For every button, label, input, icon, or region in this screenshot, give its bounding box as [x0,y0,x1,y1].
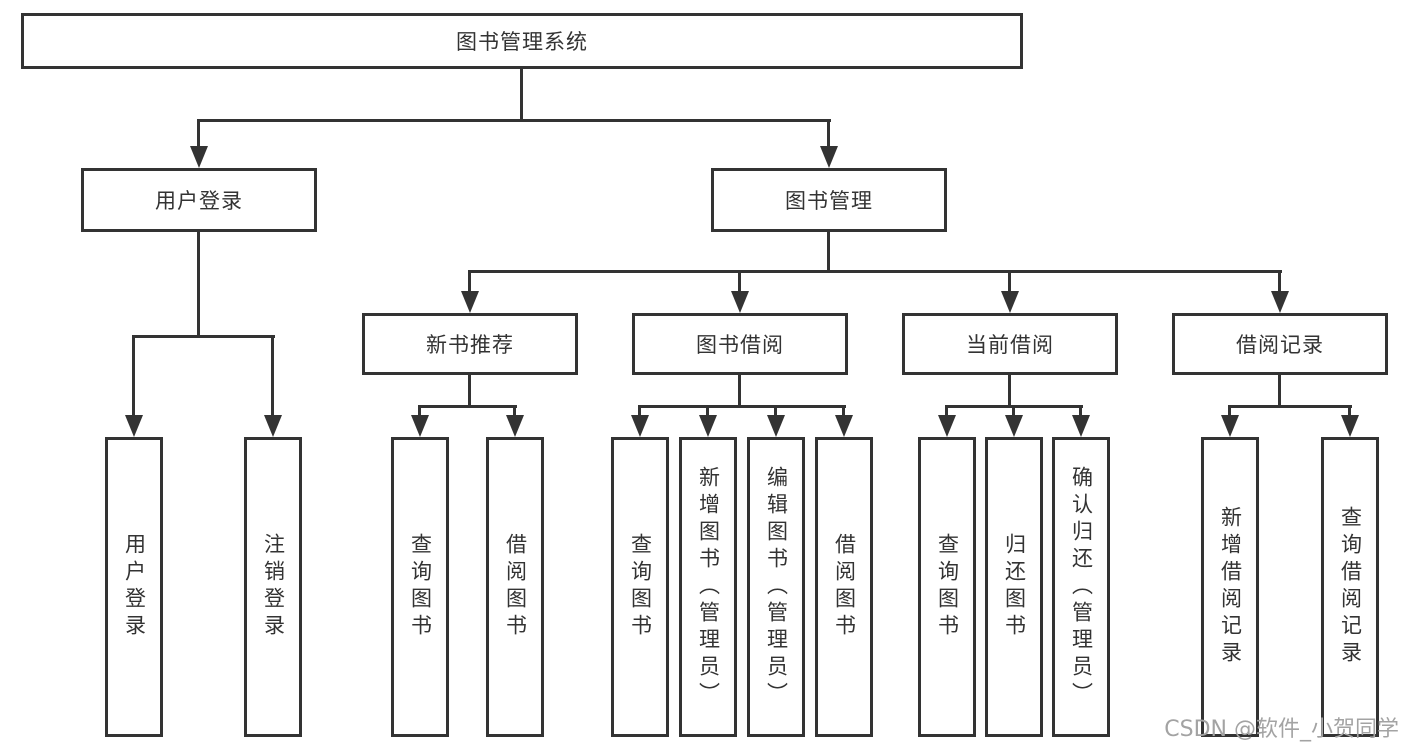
leaf-add-borrow-record: 新增借阅记录 [1201,437,1259,737]
node-book-management-label: 图书管理 [785,189,873,213]
connector-borrow-stem [738,375,741,407]
connector-drop-user-login [197,119,200,150]
arrowhead-down-icon [699,415,717,437]
connector-drop-leaf-login [132,335,135,417]
arrowhead-down-icon [190,146,208,168]
arrowhead-down-icon [631,415,649,437]
leaf-recommend-borrow-books-label: 借阅图书 [503,533,528,641]
node-borrow-records: 借阅记录 [1172,313,1388,375]
arrowhead-down-icon [835,415,853,437]
leaf-user-login: 用户登录 [105,437,163,737]
leaf-recommend-query-books: 查询图书 [391,437,449,737]
arrowhead-down-icon [1271,291,1289,313]
arrowhead-down-icon [1221,415,1239,437]
node-current-borrow: 当前借阅 [902,313,1118,375]
connector-current-stem [1008,375,1011,407]
arrowhead-down-icon [264,415,282,437]
node-borrow-records-label: 借阅记录 [1236,333,1324,357]
leaf-borrow-query-books-label: 查询图书 [628,533,653,641]
arrowhead-down-icon [1001,291,1019,313]
connector-records-stem [1278,375,1281,407]
node-book-borrow-label: 图书借阅 [696,333,784,357]
connector-drop [945,405,948,418]
leaf-borrow-books: 借阅图书 [815,437,873,737]
connector-drop-new-rec [468,270,471,293]
connector-user-login-stem [197,232,200,338]
arrowhead-down-icon [731,291,749,313]
leaf-recommend-borrow-books: 借阅图书 [486,437,544,737]
leaf-query-borrow-record-label: 查询借阅记录 [1338,506,1363,668]
connector-drop [842,405,845,418]
connector-level1-split [197,119,831,122]
node-root-label: 图书管理系统 [456,30,588,54]
leaf-confirm-return-admin: 确认归还（管理员） [1052,437,1110,737]
node-user-login-label: 用户登录 [155,189,243,213]
connector-new-rec-split [418,405,517,408]
arrowhead-down-icon [461,291,479,313]
connector-root-stem [520,68,523,120]
connector-drop [774,405,777,418]
leaf-confirm-return-admin-label: 确认归还（管理员） [1069,465,1094,709]
connector-drop [706,405,709,418]
connector-records-split [1228,405,1352,408]
arrowhead-down-icon [1341,415,1359,437]
node-new-book-recommend: 新书推荐 [362,313,578,375]
node-current-borrow-label: 当前借阅 [966,333,1054,357]
connector-drop [1228,405,1231,418]
connector-drop [1012,405,1015,418]
arrowhead-down-icon [125,415,143,437]
leaf-borrow-books-label: 借阅图书 [832,533,857,641]
node-book-management: 图书管理 [711,168,947,232]
leaf-logout: 注销登录 [244,437,302,737]
arrowhead-down-icon [411,415,429,437]
connector-user-login-split [132,335,275,338]
arrowhead-down-icon [938,415,956,437]
leaf-current-query-books: 查询图书 [918,437,976,737]
leaf-edit-books-admin-label: 编辑图书（管理员） [764,465,789,709]
leaf-edit-books-admin: 编辑图书（管理员） [747,437,805,737]
arrowhead-down-icon [506,415,524,437]
connector-drop-borrow [738,270,741,293]
leaf-recommend-query-books-label: 查询图书 [408,533,433,641]
leaf-return-books-label: 归还图书 [1002,533,1027,641]
leaf-logout-label: 注销登录 [261,533,286,641]
connector-drop [513,405,516,418]
leaf-return-books: 归还图书 [985,437,1043,737]
leaf-borrow-query-books: 查询图书 [611,437,669,737]
leaf-add-books-admin-label: 新增图书（管理员） [696,465,721,709]
connector-drop-leaf-logout [271,335,274,417]
arrowhead-down-icon [1072,415,1090,437]
connector-book-mgmt-stem [827,232,830,273]
connector-drop-records [1278,270,1281,293]
connector-level3-split [468,270,1282,273]
node-user-login: 用户登录 [81,168,317,232]
leaf-add-books-admin: 新增图书（管理员） [679,437,737,737]
connector-drop [1348,405,1351,418]
connector-new-rec-stem [468,375,471,407]
leaf-current-query-books-label: 查询图书 [935,533,960,641]
leaf-query-borrow-record: 查询借阅记录 [1321,437,1379,737]
connector-drop-current [1008,270,1011,293]
connector-drop [638,405,641,418]
arrowhead-down-icon [820,146,838,168]
leaf-user-login-label: 用户登录 [122,533,147,641]
connector-drop-book-mgmt [827,119,830,150]
arrowhead-down-icon [1005,415,1023,437]
connector-drop [1079,405,1082,418]
arrowhead-down-icon [767,415,785,437]
connector-borrow-split [638,405,846,408]
node-root: 图书管理系统 [21,13,1023,69]
leaf-add-borrow-record-label: 新增借阅记录 [1218,506,1243,668]
node-book-borrow: 图书借阅 [632,313,848,375]
connector-drop [418,405,421,418]
node-new-book-recommend-label: 新书推荐 [426,333,514,357]
watermark: CSDN @软件_小贺同学 [1164,717,1399,742]
